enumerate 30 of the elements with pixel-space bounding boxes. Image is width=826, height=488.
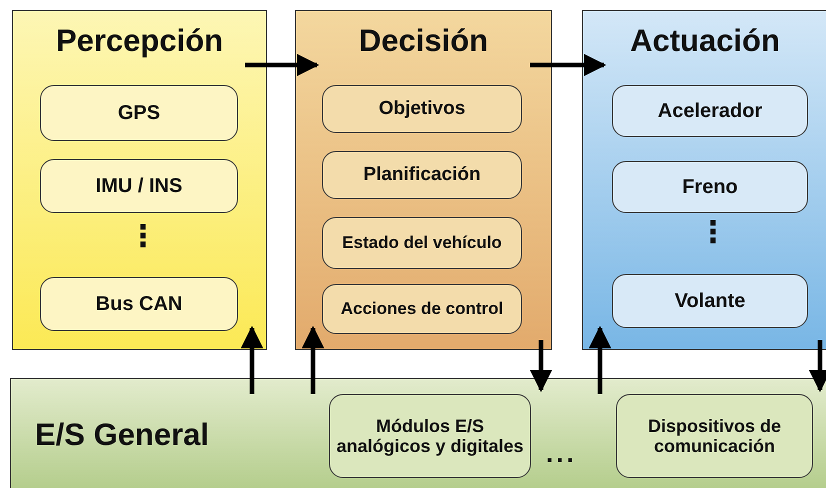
module-box: Dispositivos de comunicación: [616, 394, 813, 478]
module-box: Bus CAN: [40, 277, 238, 331]
panel-title: E/S General: [35, 417, 210, 453]
module-box: Módulos E/S analógicos y digitales: [329, 394, 531, 478]
arrow: [808, 340, 826, 392]
module-box: Estado del vehículo: [322, 217, 522, 269]
arrow: [530, 340, 552, 392]
panel-title: Actuación: [629, 23, 781, 59]
arrow: [530, 54, 606, 76]
module-box: Freno: [612, 161, 808, 213]
arrow: [588, 326, 612, 394]
arrow: [302, 326, 324, 394]
arrow: [240, 326, 264, 394]
module-box: IMU / INS: [40, 159, 238, 213]
ellipsis-mark: ...: [546, 440, 577, 466]
module-box: Acciones de control: [322, 284, 522, 334]
ellipsis-mark: ⋮: [698, 218, 728, 248]
stage-panel: [582, 10, 826, 350]
ellipsis-mark: ⋮: [128, 222, 158, 252]
module-box: Objetivos: [322, 85, 522, 133]
module-box: GPS: [40, 85, 238, 141]
module-box: Acelerador: [612, 85, 808, 137]
panel-title: Decisión: [358, 23, 490, 59]
panel-title: Percepción: [54, 23, 224, 59]
module-box: Volante: [612, 274, 808, 328]
arrow: [245, 54, 320, 76]
io-band: [10, 378, 826, 488]
module-box: Planificación: [322, 151, 522, 199]
stage-panel: [295, 10, 552, 350]
stage-panel: [12, 10, 267, 350]
